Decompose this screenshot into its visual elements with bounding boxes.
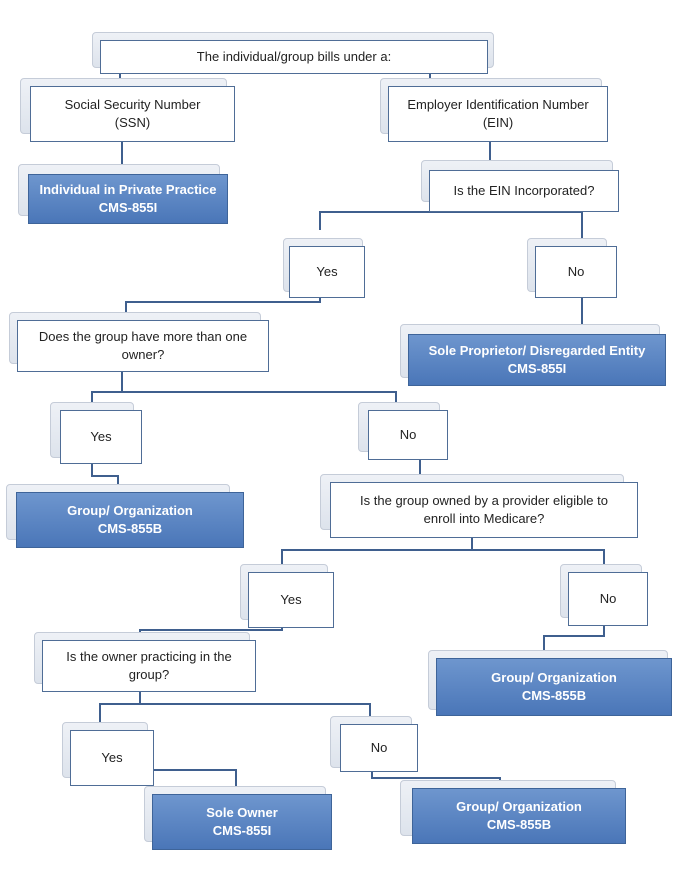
ein-incorporated-line-1: Is the EIN Incorporated? (453, 183, 595, 198)
ein-yes-label: Yes (316, 264, 338, 279)
connector-more-branch (91, 391, 397, 410)
connector-yes-to-more (125, 298, 321, 312)
practicing-line-1: Is the owner practicing in the (66, 649, 232, 664)
practicing-line-2: group? (128, 667, 170, 682)
practicing-yes-label: Yes (101, 750, 123, 765)
group-org-1-line-2: CMS-855B (97, 521, 163, 536)
sole-owner-line-2: CMS-855I (212, 823, 272, 838)
ipp-line-1: Individual in Private Practice (39, 182, 217, 197)
ssn-line-2: (SSN) (114, 115, 151, 130)
ein-line-1: Employer Identification Number (407, 97, 589, 112)
eligible-line-2: enroll into Medicare? (423, 511, 545, 526)
ein-no-label: No (567, 264, 585, 279)
owner-no-label: No (399, 427, 417, 442)
connector-einq-branch (319, 211, 583, 238)
group-org-2-line-2: CMS-855B (521, 688, 587, 703)
connector-elig-branch (281, 549, 605, 572)
connector-practicing-branch (99, 703, 371, 730)
group-org-3-line-2: CMS-855B (486, 817, 552, 832)
practicing-no-label: No (370, 740, 388, 755)
connector-eligno-to-g2 (543, 624, 605, 650)
sole-proprietor-line-2: CMS-855I (507, 361, 567, 376)
eligible-yes-label: Yes (280, 592, 302, 607)
eligible-no-label: No (599, 591, 617, 606)
owner-yes-label: Yes (90, 429, 112, 444)
ein-line-2: (EIN) (482, 115, 514, 130)
more-owner-line-2: owner? (121, 347, 165, 362)
eligible-line-1: Is the group owned by a provider eligibl… (360, 493, 608, 508)
connector-owneryes-to-g1 (91, 464, 119, 484)
group-org-2-line-1: Group/ Organization (491, 670, 617, 685)
bills-under-line-1: The individual/group bills under a: (196, 49, 392, 64)
more-owner-line-1: Does the group have more than one (38, 329, 248, 344)
group-org-1-line-1: Group/ Organization (67, 503, 193, 518)
sole-proprietor-line-1: Sole Proprietor/ Disregarded Entity (428, 343, 646, 358)
ipp-line-2: CMS-855I (98, 200, 158, 215)
group-org-3-line-1: Group/ Organization (456, 799, 582, 814)
ssn-line-1: Social Security Number (64, 97, 201, 112)
sole-owner-line-1: Sole Owner (206, 805, 278, 820)
